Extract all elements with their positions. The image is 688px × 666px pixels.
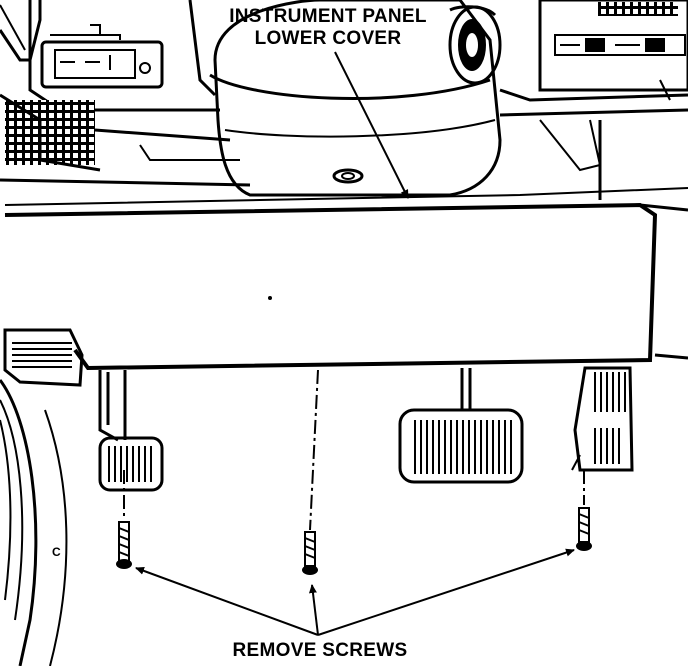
left-bracket — [3, 328, 84, 387]
wheel-arc: C — [0, 379, 68, 666]
screw-center — [302, 531, 318, 575]
screw-right — [576, 507, 592, 551]
accelerator-pedal — [571, 366, 634, 472]
steering-column — [209, 0, 502, 197]
callout-line-2: LOWER COVER — [254, 28, 402, 49]
screw-left — [116, 521, 132, 569]
callout-line-1: INSTRUMENT PANEL — [229, 6, 427, 27]
instrument-panel-lower-cover-label: INSTRUMENT PANEL LOWER COVER — [218, 6, 438, 50]
instrument-panel-lower-cover — [4, 187, 688, 371]
ignition-switch — [448, 5, 502, 85]
screw-centerlines — [123, 369, 585, 531]
upper-dash — [0, 0, 688, 200]
leader-lines — [135, 51, 575, 636]
clutch-pedal — [98, 370, 164, 492]
hub-letter: C — [52, 545, 61, 559]
remove-screws-label: REMOVE SCREWS — [232, 640, 408, 661]
brake-pedal — [398, 368, 524, 484]
